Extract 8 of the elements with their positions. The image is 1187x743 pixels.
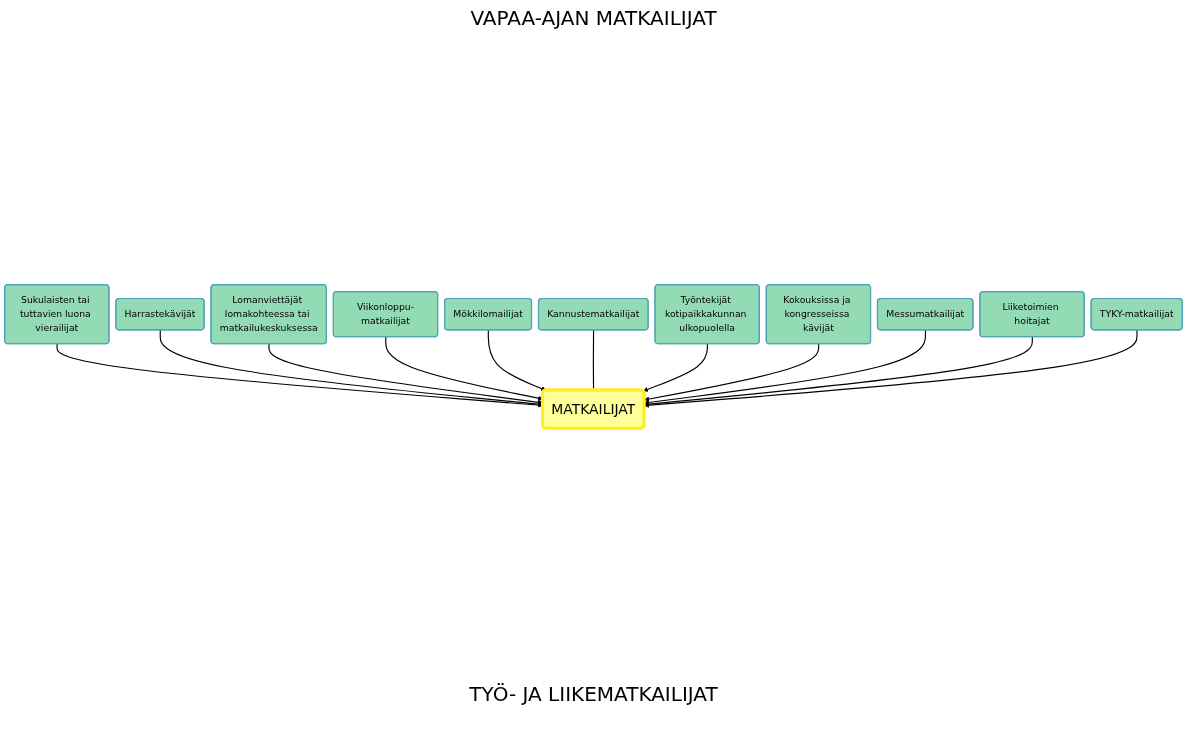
arrow — [643, 342, 709, 392]
arrow — [487, 329, 547, 391]
group-heading: VAPAA-AJAN MATKAILIJAT — [469, 6, 718, 30]
arrow — [644, 329, 927, 405]
group-heading: TYÖ- JA LIIKEMATKAILIJAT — [468, 682, 719, 706]
arrow — [644, 329, 1138, 408]
arrow — [644, 336, 1033, 407]
arrow — [644, 342, 820, 402]
